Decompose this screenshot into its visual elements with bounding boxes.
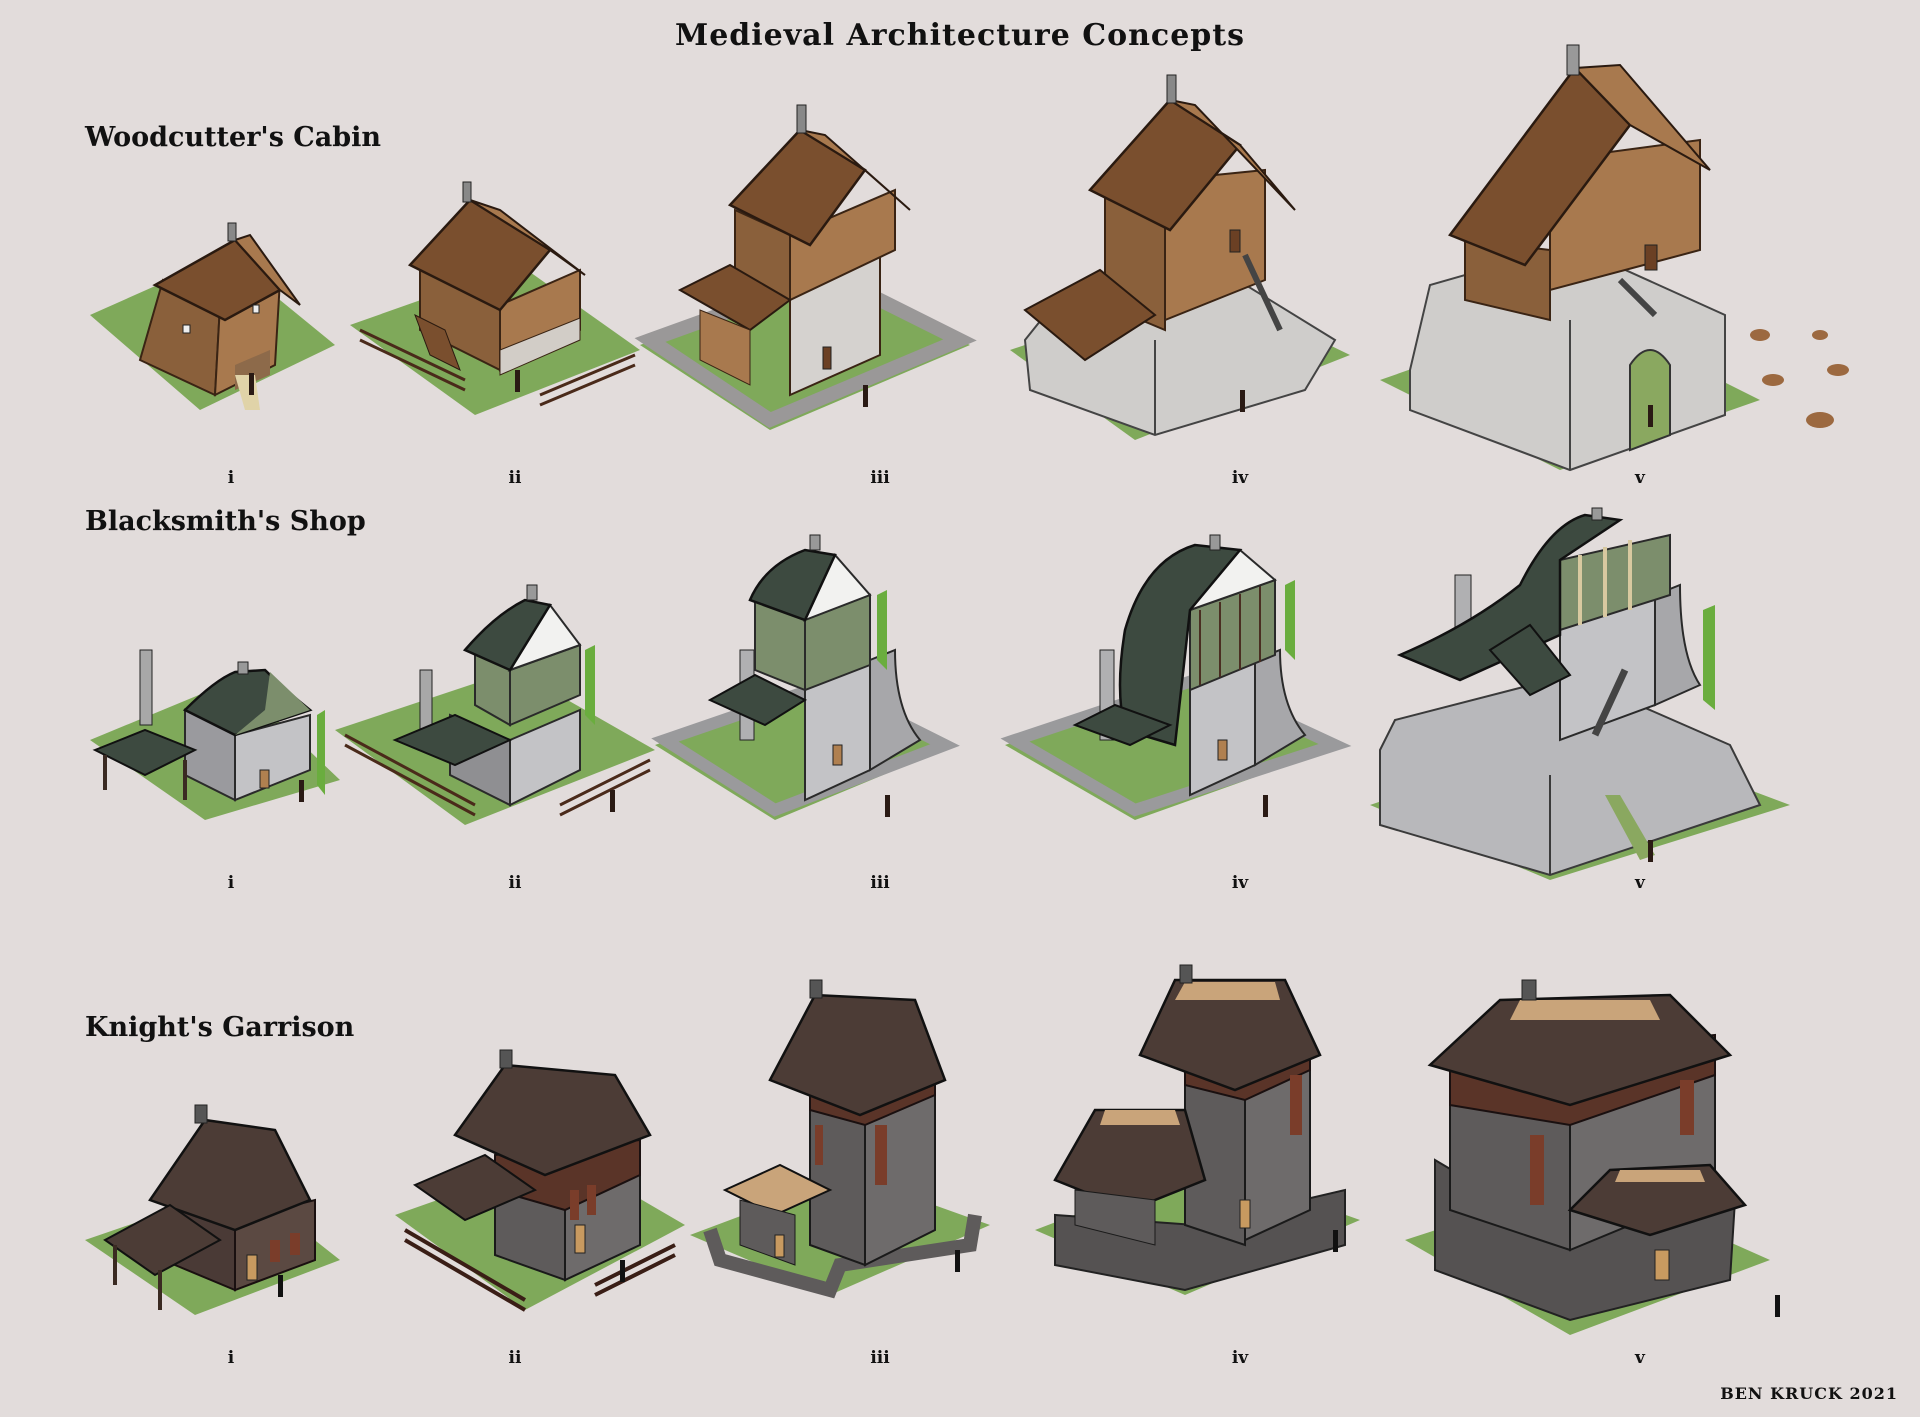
stage-numeral: ii bbox=[508, 873, 522, 893]
woodcutters-cabin-stage-4 bbox=[1005, 74, 1355, 440]
stage-numeral: i bbox=[227, 1348, 235, 1368]
knights-garrison-stage-4 bbox=[1035, 960, 1375, 1295]
knights-garrison-stage-5 bbox=[1390, 960, 1820, 1335]
page-title: Medieval Architecture Concepts bbox=[674, 18, 1245, 53]
stage-numeral: v bbox=[1635, 1348, 1645, 1368]
stage-numeral: iv bbox=[1231, 468, 1249, 488]
blacksmiths-shop-stage-4 bbox=[1000, 530, 1355, 820]
stage-numeral: iv bbox=[1231, 1348, 1249, 1368]
stage-numeral: i bbox=[227, 873, 235, 893]
stage-numeral: v bbox=[1635, 873, 1645, 893]
row-title-blacksmiths-shop: Blacksmith's Shop bbox=[85, 506, 366, 537]
knights-garrison-stage-1 bbox=[85, 1090, 345, 1315]
stage-numeral: iii bbox=[870, 1348, 890, 1368]
artist-credit: BEN KRUCK 2021 bbox=[1720, 1384, 1898, 1403]
stage-numeral: ii bbox=[508, 1348, 522, 1368]
row-title-knights-garrison: Knight's Garrison bbox=[85, 1012, 355, 1043]
woodcutters-cabin-stage-1 bbox=[85, 195, 335, 415]
stage-numeral: iv bbox=[1231, 873, 1249, 893]
row-title-woodcutters-cabin: Woodcutter's Cabin bbox=[85, 122, 382, 153]
stage-numeral: iii bbox=[870, 873, 890, 893]
stage-numeral: i bbox=[227, 468, 235, 488]
woodcutters-cabin-stage-2 bbox=[350, 181, 640, 415]
stage-numeral: iii bbox=[870, 468, 890, 488]
blacksmiths-shop-stage-3 bbox=[651, 530, 975, 820]
blacksmiths-shop-stage-2 bbox=[335, 575, 655, 825]
woodcutters-cabin-stage-5 bbox=[1380, 44, 1849, 472]
knights-garrison-stage-2 bbox=[395, 1045, 685, 1312]
woodcutters-cabin-stage-3 bbox=[634, 95, 977, 430]
stage-numeral: ii bbox=[508, 468, 522, 488]
stage-numeral: v bbox=[1635, 468, 1645, 488]
blacksmiths-shop-stage-5 bbox=[1370, 505, 1820, 880]
blacksmiths-shop-stage-1 bbox=[85, 600, 345, 820]
knights-garrison-stage-3 bbox=[690, 975, 1010, 1299]
